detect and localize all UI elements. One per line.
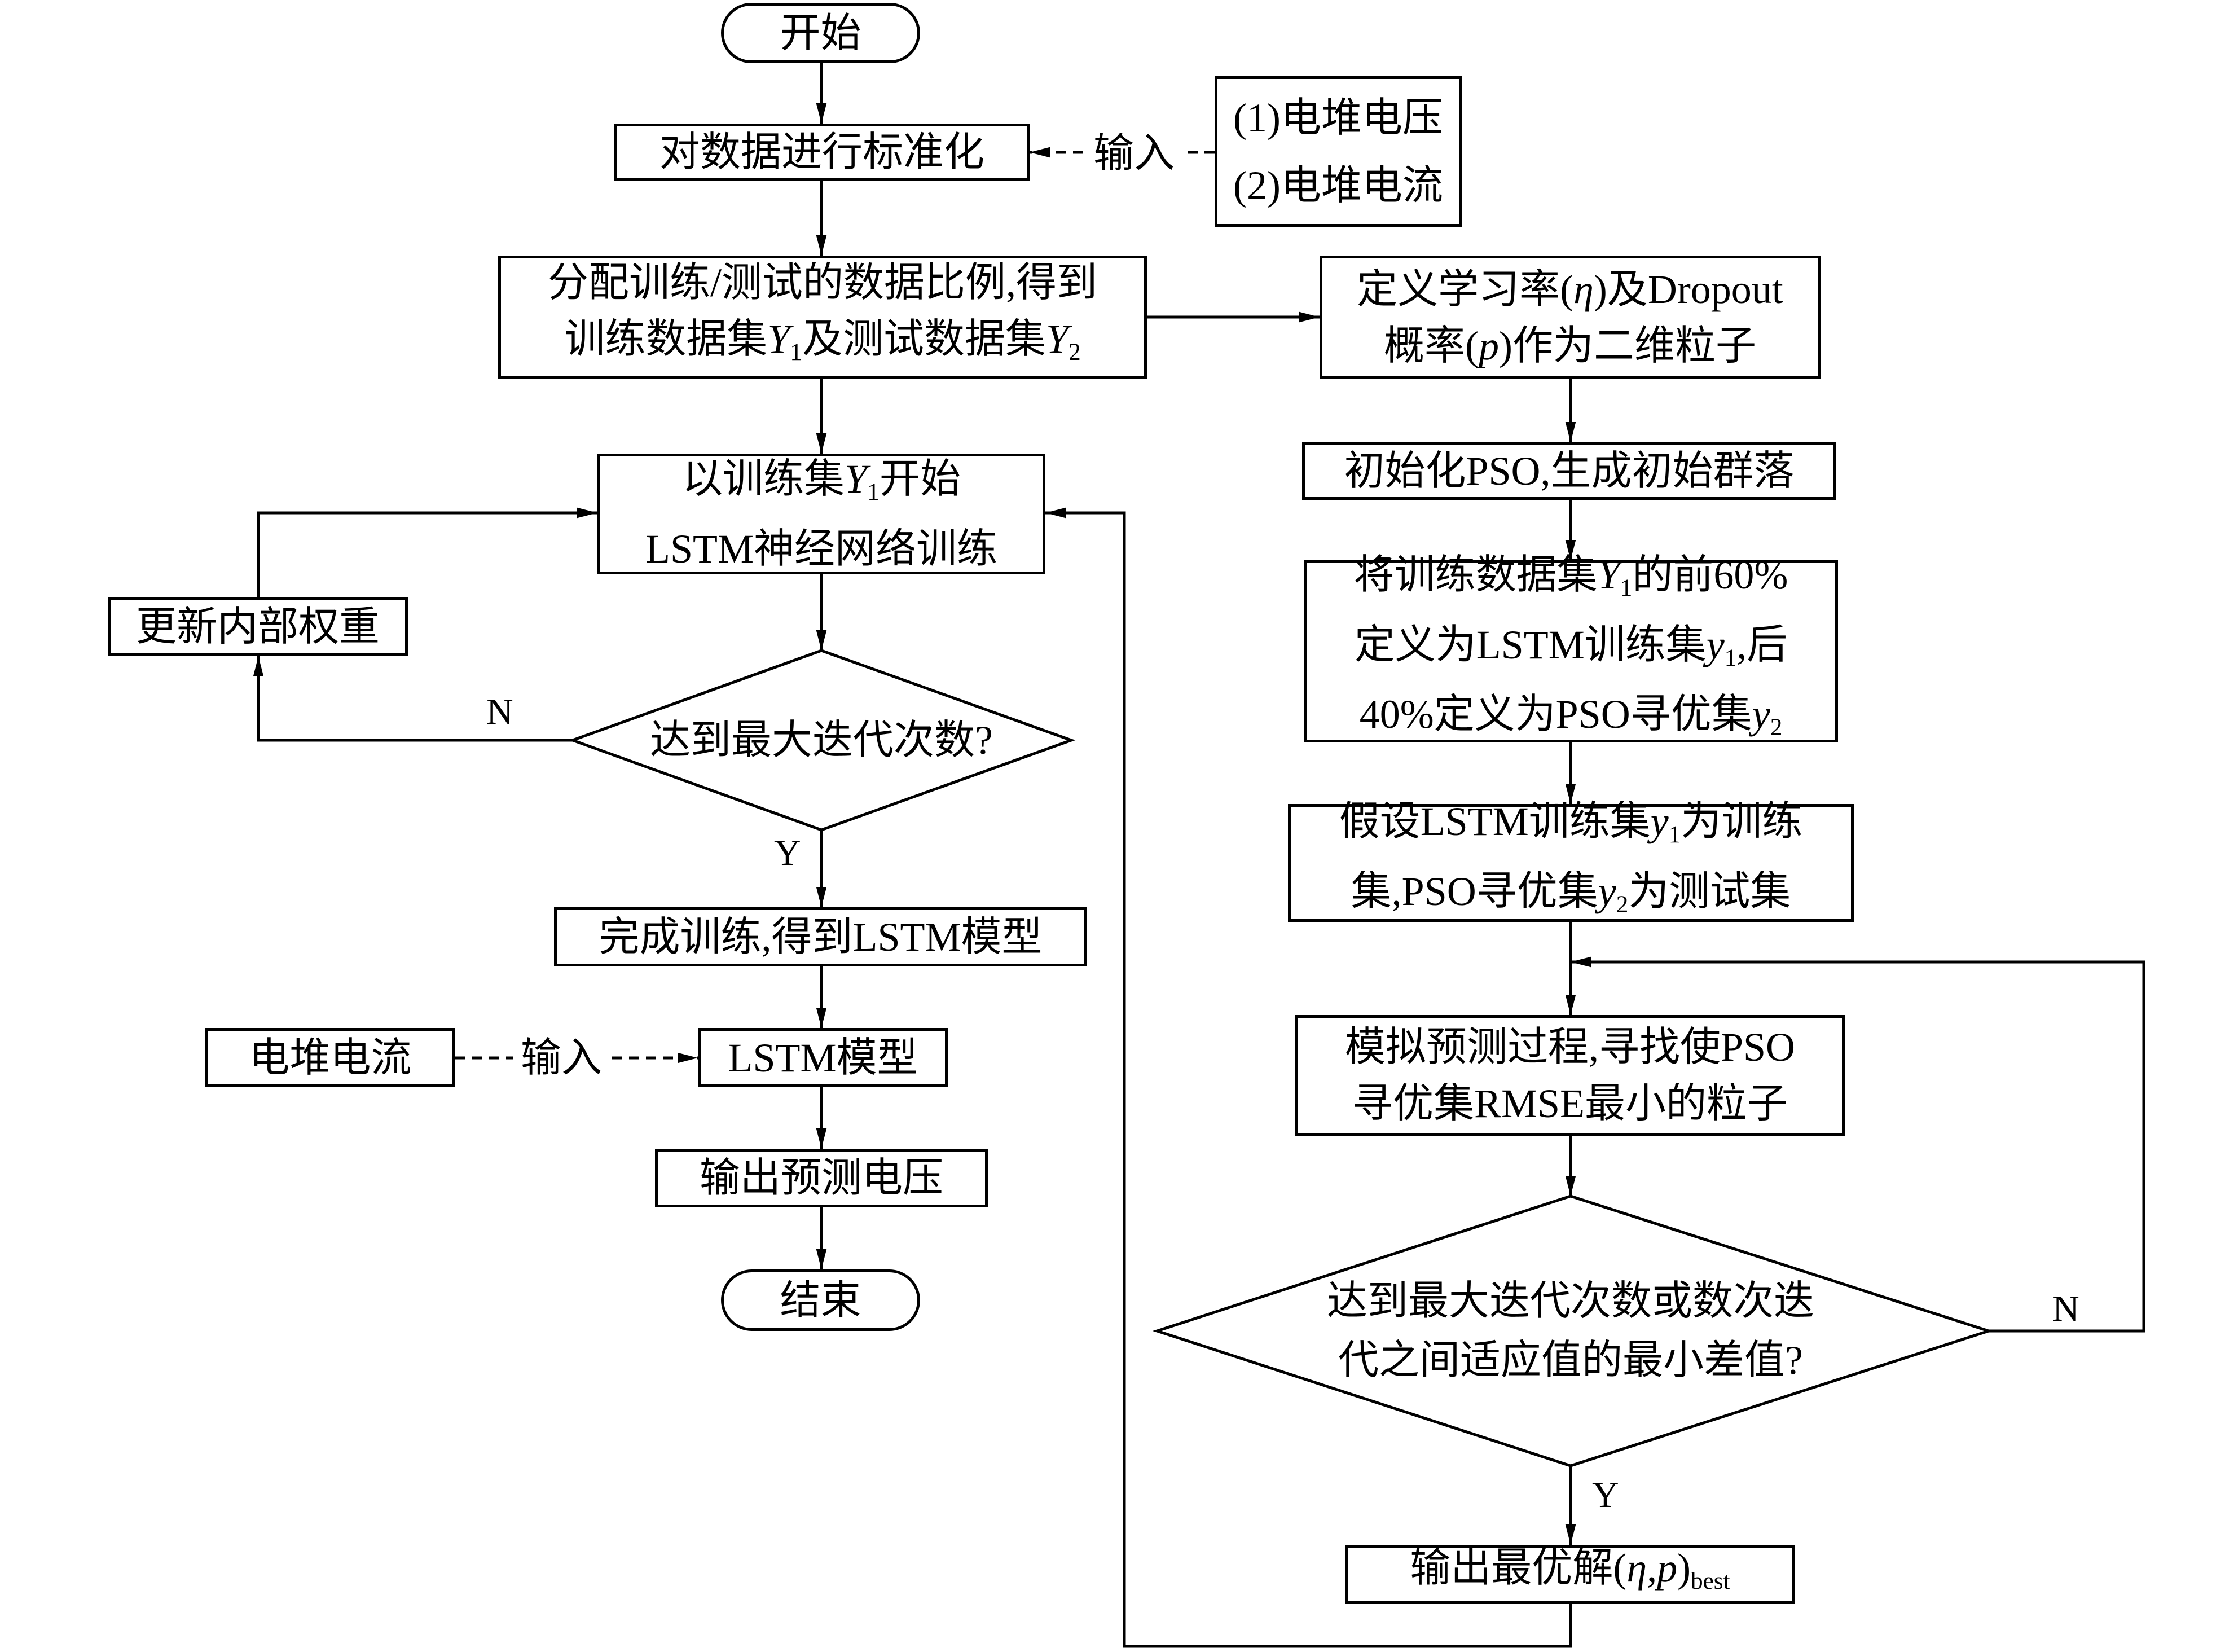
split-data-step: 分配训练/测试的数据比例,得到 训练数据集Y1及测试数据集Y2 [498,256,1147,379]
input-current: (2)电堆电流 [1233,162,1443,208]
arrow-update-train [257,507,597,597]
arrow-no-loop [1571,956,2145,1333]
start-terminal: 开始 [721,3,920,63]
output-voltage-step: 输出预测电压 [655,1149,988,1207]
simulate-line-2: 寻优集RMSE最小的粒子 [1352,1081,1788,1126]
define-line-2: 概率(p)作为二维粒子 [1384,323,1756,368]
define-particle-step: 定义学习率(η)及Dropout 概率(p)作为二维粒子 [1320,256,1821,379]
input-label-bottom: 输入 [520,1035,602,1080]
model-label: LSTM模型 [728,1035,918,1080]
output-label: 输出预测电压 [699,1155,943,1201]
assign-line-2: 定义为LSTM训练集y1,后 [1354,622,1788,671]
update-label: 更新内部权重 [135,604,380,649]
train-line-1: 以训练集Y1开始 [682,456,961,506]
define-line-1: 定义学习率(η)及Dropout [1357,266,1783,312]
stack-current-input: 电堆电流 [205,1028,455,1087]
assume-sets-step: 假设LSTM训练集y1为训练 集,PSO寻优集y2为测试集 [1288,799,1854,922]
update-weights-step: 更新内部权重 [108,597,408,656]
decision-left-yes: Y [774,832,801,873]
decision-right-line-1: 达到最大迭代次数或数次迭 [1326,1278,1814,1324]
current-label: 电堆电流 [249,1035,412,1080]
assign-line-1: 将训练数据集Y1的前60% [1353,552,1788,601]
simulate-line-1: 模拟预测过程,寻找使PSO [1344,1025,1796,1070]
best-solution-step: 输出最优解(η,p)best [1345,1545,1795,1604]
end-terminal: 结束 [721,1269,920,1331]
decision-left-text: 达到最大迭代次数? [650,718,993,763]
split-line-1: 分配训练/测试的数据比例,得到 [547,260,1097,305]
input-label-top: 输入 [1093,131,1175,176]
lstm-model-step: LSTM模型 [698,1028,948,1087]
arrow-no-update [253,656,573,742]
assume-line-2: 集,PSO寻优集y2为测试集 [1351,868,1791,918]
decision-right-line-2: 代之间适应值的最小差值? [1338,1338,1803,1383]
done-label: 完成训练,得到LSTM模型 [599,914,1043,960]
assign-line-3: 40%定义为PSO寻优集y2 [1359,692,1783,741]
lstm-train-step: 以训练集Y1开始 LSTM神经网络训练 [597,454,1045,574]
assign-sets-step: 将训练数据集Y1的前60% 定义为LSTM训练集y1,后 40%定义为PSO寻优… [1304,552,1838,742]
input-voltage: (1)电堆电压 [1233,95,1443,140]
input-data-box: (1)电堆电压 (2)电堆电流 [1215,76,1462,227]
train-line-2: LSTM神经网络训练 [645,526,998,572]
normalize-label: 对数据进行标准化 [659,130,984,175]
normalize-step: 对数据进行标准化 [614,124,1030,181]
start-label: 开始 [780,10,861,56]
arrow-best-train [1045,507,1572,1648]
init-label: 初始化PSO,生成初始群落 [1344,449,1795,494]
decision-right-no: N [2052,1288,2079,1329]
decision-right-yes: Y [1592,1474,1619,1515]
init-pso-step: 初始化PSO,生成初始群落 [1302,442,1836,500]
decision-right-text: 达到最大迭代次数或数次迭 代之间适应值的最小差值? [1289,1272,1853,1390]
decision-left-no: N [486,691,513,732]
training-done-step: 完成训练,得到LSTM模型 [554,907,1087,966]
simulate-step: 模拟预测过程,寻找使PSO 寻优集RMSE最小的粒子 [1295,1015,1845,1136]
split-line-2: 训练数据集Y1及测试数据集Y2 [564,316,1081,366]
best-label: 输出最优解(η,p)best [1410,1545,1730,1594]
assume-line-1: 假设LSTM训练集y1为训练 [1339,798,1803,848]
end-label: 结束 [780,1277,861,1323]
